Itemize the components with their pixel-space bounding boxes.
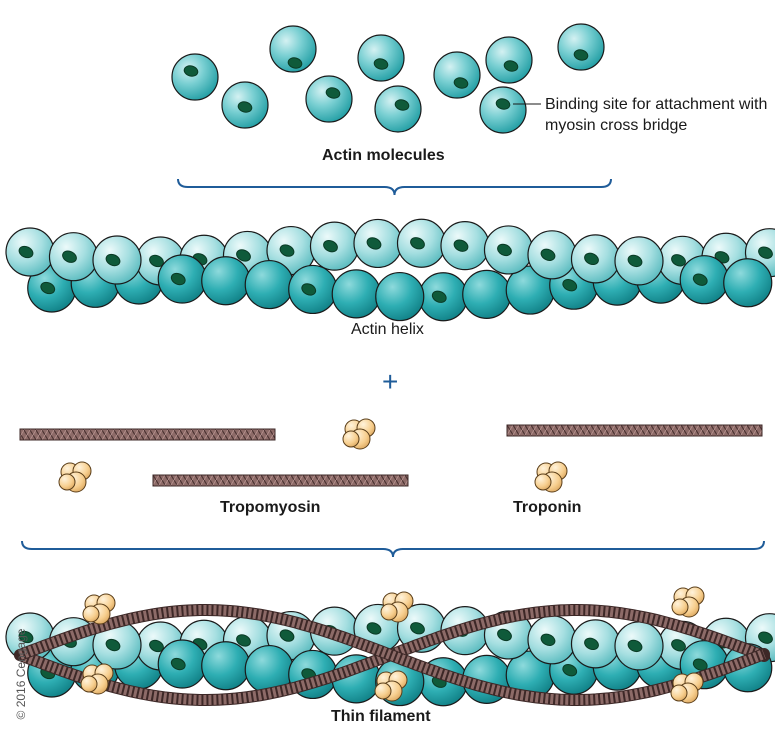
thin-filament-troponin-6 xyxy=(671,673,703,703)
actin-molecule xyxy=(434,52,480,98)
binding-site-label: Binding site for attachment with myosin … xyxy=(545,94,770,136)
actin-molecule xyxy=(158,255,206,303)
actin-helix xyxy=(6,219,775,320)
actin-molecule xyxy=(358,35,404,81)
actin-molecule xyxy=(158,640,206,688)
actin-molecule xyxy=(724,259,772,307)
actin-sphere xyxy=(558,24,604,70)
troponin-1 xyxy=(343,419,375,449)
actin-molecule xyxy=(93,236,141,284)
actin-molecule xyxy=(306,76,352,122)
actin-molecule xyxy=(270,26,316,72)
actin-molecule xyxy=(572,620,620,668)
actin-molecule xyxy=(463,270,511,318)
actin-molecule xyxy=(480,87,526,133)
tropomyosin-strand xyxy=(507,425,762,436)
actin-molecule xyxy=(419,273,467,321)
troponin-subunit xyxy=(375,683,391,699)
actin-molecule xyxy=(202,642,250,690)
troponin-2 xyxy=(59,462,91,492)
actin-molecule xyxy=(615,622,663,670)
troponin-subunit xyxy=(535,474,551,490)
troponin-subunit xyxy=(343,431,359,447)
actin-molecule xyxy=(528,616,576,664)
thin-filament-troponin-5 xyxy=(672,587,704,617)
free-actin-molecules xyxy=(172,24,604,133)
actin-molecule xyxy=(172,54,218,100)
troponin-subunit xyxy=(381,604,397,620)
actin-sphere xyxy=(172,54,218,100)
actin-molecule xyxy=(289,265,337,313)
actin-molecule xyxy=(332,270,380,318)
tropomyosin-label: Tropomyosin xyxy=(220,498,320,517)
actin-sphere xyxy=(486,37,532,83)
tropomyosin-3 xyxy=(507,425,762,436)
actin-sphere xyxy=(376,273,424,321)
actin-sphere xyxy=(480,87,526,133)
actin-molecule xyxy=(441,222,489,270)
troponin-subunit xyxy=(671,685,687,701)
actin-sphere xyxy=(358,35,404,81)
tropomyosin-strand xyxy=(20,429,275,440)
actin-molecule xyxy=(486,37,532,83)
actin-molecule xyxy=(558,24,604,70)
bracket-top xyxy=(178,179,611,195)
actin-molecule xyxy=(202,257,250,305)
troponin-label: Troponin xyxy=(513,498,581,517)
actin-molecule xyxy=(222,82,268,128)
copyright-notice: © 2016 Cengage xyxy=(14,619,28,729)
troponin-3 xyxy=(535,462,567,492)
actin-molecule xyxy=(375,86,421,132)
actin-sphere xyxy=(463,270,511,318)
troponin-subunit xyxy=(83,606,99,622)
actin-molecule xyxy=(485,226,533,274)
actin-sphere xyxy=(724,259,772,307)
actin-sphere xyxy=(202,642,250,690)
plus-sign: + xyxy=(382,367,398,397)
tropomyosin-1 xyxy=(20,429,275,440)
troponin-subunit xyxy=(672,599,688,615)
actin-molecule xyxy=(615,237,663,285)
actin-molecule xyxy=(572,235,620,283)
actin-molecule xyxy=(398,219,446,267)
actin-sphere xyxy=(332,270,380,318)
tropomyosin-2 xyxy=(153,475,408,486)
actin-sphere xyxy=(245,261,293,309)
troponin-subunit xyxy=(59,474,75,490)
troponin-subunit xyxy=(81,676,97,692)
tropomyosin-strand xyxy=(153,475,408,486)
actin-molecule xyxy=(528,231,576,279)
actin-molecule xyxy=(50,233,98,281)
actin-molecule xyxy=(245,261,293,309)
thin-filament-label: Thin filament xyxy=(331,707,431,726)
bracket-middle xyxy=(22,541,764,557)
actin-helix-label: Actin helix xyxy=(351,320,424,339)
actin-sphere xyxy=(202,257,250,305)
actin-sphere xyxy=(434,52,480,98)
actin-molecule xyxy=(680,256,728,304)
actin-molecule xyxy=(311,222,359,270)
actin-molecules-label: Actin molecules xyxy=(322,146,445,165)
actin-sphere xyxy=(306,76,352,122)
actin-molecule xyxy=(6,228,54,276)
actin-molecule xyxy=(354,219,402,267)
actin-molecule xyxy=(376,273,424,321)
